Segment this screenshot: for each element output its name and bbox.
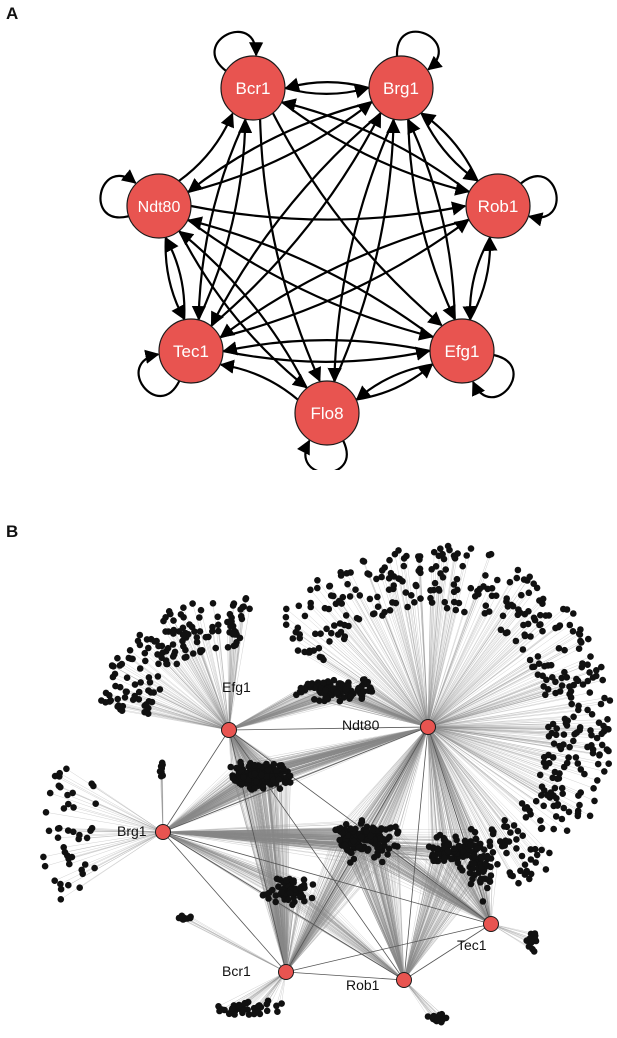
edge-tec1-to-bcr1 [197, 118, 253, 321]
node-bcr1: Bcr1 [220, 55, 286, 121]
edge-flo8-to-brg1 [333, 118, 401, 383]
edge-bcr1-to-brg1 [284, 84, 370, 99]
self-loop-flo8 [297, 439, 348, 470]
self-loop-rob1 [520, 175, 558, 227]
edge-ndt80-to-bcr1 [178, 112, 234, 182]
panel-b-letter: B [6, 522, 19, 541]
edge-tec1-to-brg1 [210, 112, 382, 327]
edge-flo8-to-ndt80 [178, 230, 308, 389]
hub-rob1 [396, 972, 412, 988]
hub-bcr1 [278, 964, 294, 980]
edge-tec1-to-ndt80 [165, 236, 186, 320]
edge-bcr1-to-efg1 [271, 112, 443, 327]
edge-efg1-to-brg1 [407, 118, 456, 320]
hub-label-rob1: Rob1 [346, 977, 380, 993]
edge-brg1-to-flo8 [327, 118, 395, 383]
node-label: Ndt80 [138, 199, 181, 216]
edge-ndt80-to-flo8 [178, 230, 308, 389]
edge-brg1-to-rob1 [420, 112, 479, 182]
edge-flo8-to-efg1 [355, 363, 434, 401]
node-tec1: Tec1 [158, 318, 224, 384]
edge-rob1-to-tec1 [219, 218, 470, 338]
edge-efg1-to-ndt80 [187, 216, 434, 339]
node-label: Brg1 [383, 79, 419, 98]
edge-rob1-to-bcr1 [281, 98, 470, 193]
edge-efg1-to-rob1 [468, 236, 498, 321]
edge-brg1-to-efg1 [407, 119, 456, 321]
self-loop-brg1 [395, 30, 443, 71]
edge-brg1-to-ndt80 [187, 100, 373, 193]
node-efg1: Efg1 [429, 318, 495, 384]
edge-bcr1-to-rob1 [281, 101, 470, 196]
self-loop-ndt80 [99, 169, 137, 219]
hub-label-bcr1: Bcr1 [222, 963, 251, 979]
edge-efg1-to-tec1 [222, 339, 431, 356]
node-flo8: Flo8 [294, 380, 360, 446]
edge-rob1-to-brg1 [420, 112, 479, 182]
hub-efg1 [221, 722, 237, 738]
edge-brg1-to-tec1 [210, 112, 382, 327]
edge-ndt80-to-brg1 [187, 101, 373, 194]
node-label: Flo8 [310, 404, 343, 423]
edge-flo8-to-tec1 [219, 359, 299, 401]
self-loop-tec1 [137, 349, 181, 397]
edge-bcr1-to-flo8 [259, 119, 321, 383]
node-ndt80: Ndt80 [126, 173, 192, 239]
hub-ndt80 [420, 719, 436, 735]
node-rob1: Rob1 [465, 173, 531, 239]
self-loop-bcr1 [213, 30, 264, 72]
node-label: Rob1 [478, 197, 519, 216]
edge-ndt80-to-rob1 [190, 201, 467, 221]
edge-brg1-to-bcr1 [284, 77, 370, 92]
node-label: Tec1 [173, 342, 209, 361]
hub-tec1 [483, 916, 499, 932]
node-brg1: Brg1 [368, 55, 434, 121]
edge-ndt80-to-efg1 [187, 218, 434, 341]
edge-efg1-to-flo8 [355, 363, 434, 401]
hub-label-tec1: Tec1 [457, 937, 487, 953]
hub-label-efg1: Efg1 [222, 679, 251, 695]
hub-brg1 [155, 824, 171, 840]
self-loop-efg1 [472, 353, 515, 399]
edge-tec1-to-efg1 [222, 346, 431, 363]
node-label: Efg1 [445, 342, 480, 361]
edge-bcr1-to-tec1 [191, 118, 247, 321]
node-label: Bcr1 [236, 79, 271, 98]
edge-tec1-to-rob1 [219, 219, 470, 339]
hub-label-ndt80: Ndt80 [342, 717, 380, 733]
panel-a-letter: A [6, 4, 19, 23]
hub-label-brg1: Brg1 [117, 823, 147, 839]
